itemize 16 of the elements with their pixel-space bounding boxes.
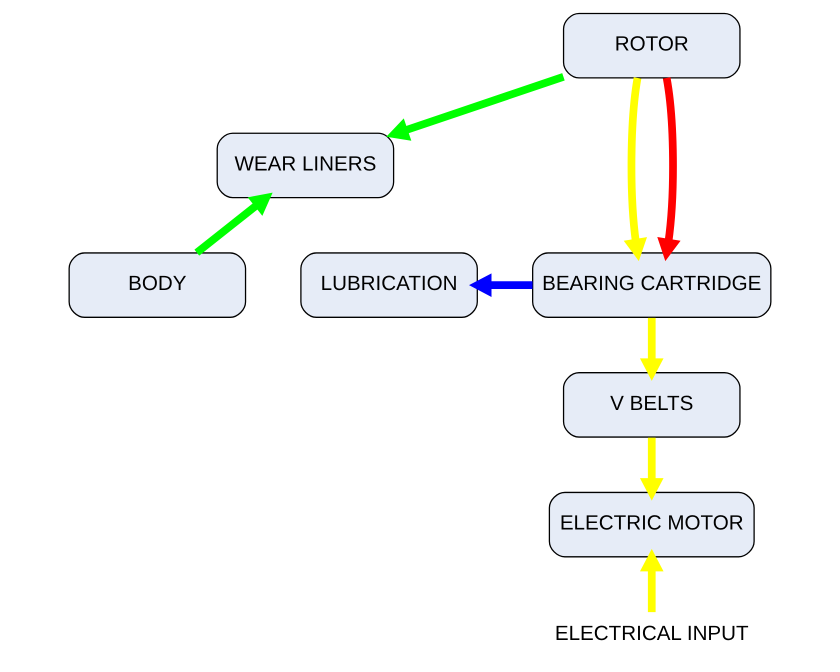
arrow (624, 77, 648, 262)
node-text: ELECTRICAL INPUT (554, 622, 749, 646)
arrow (469, 273, 533, 297)
node-box: BEARING CARTRIDGE (532, 252, 772, 318)
arrow (657, 77, 681, 262)
node-box: WEAR LINERS (216, 132, 394, 198)
node-box: ROTOR (562, 12, 741, 78)
arrow (640, 548, 664, 612)
node-box: LUBRICATION (300, 252, 478, 318)
node-box: ELECTRIC MOTOR (548, 492, 755, 558)
arrow (640, 318, 664, 381)
node-box: BODY (68, 252, 246, 318)
arrow (194, 192, 273, 256)
arrow (640, 438, 664, 501)
arrow (386, 73, 565, 141)
node-box: V BELTS (562, 372, 741, 438)
